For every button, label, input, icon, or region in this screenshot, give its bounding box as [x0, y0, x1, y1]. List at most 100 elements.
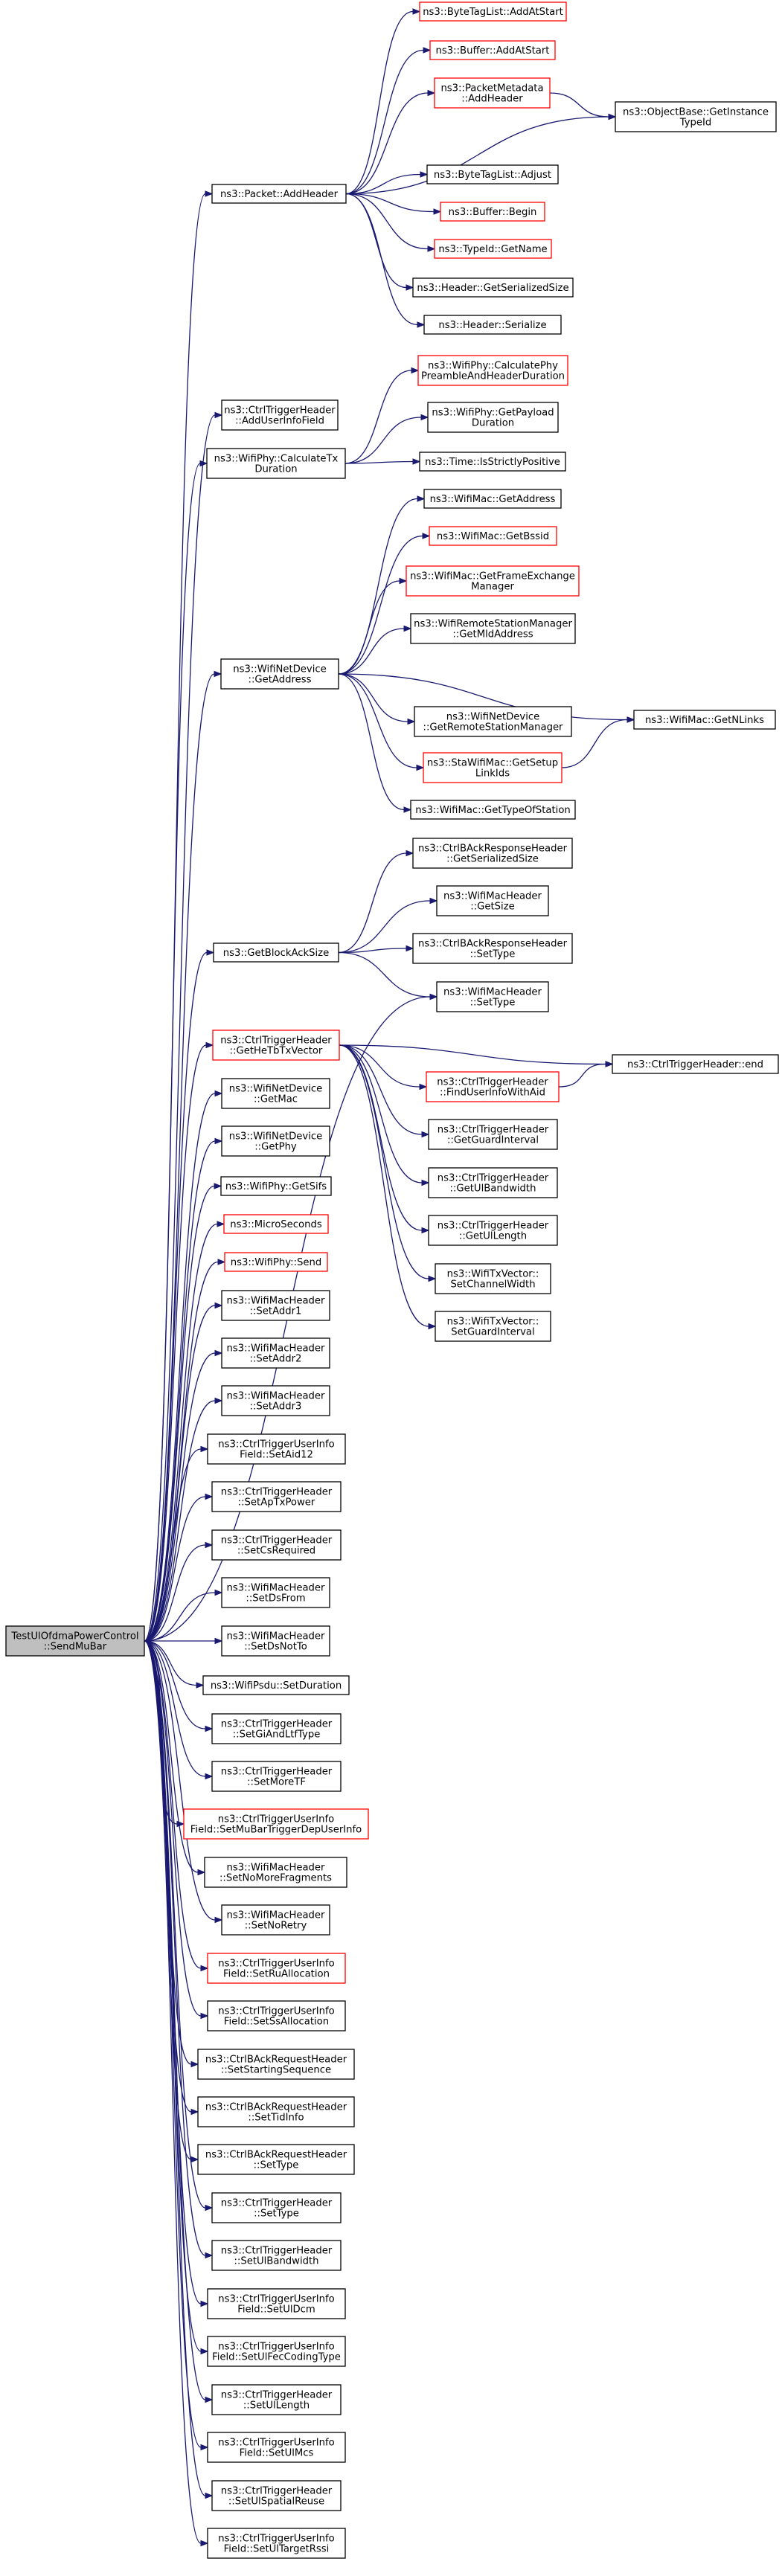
- edge-root-to-wnd-getmac: [144, 1090, 223, 1642]
- node-label-line: ns3::CtrlBAckRequestHeader: [205, 2150, 347, 2161]
- node-box: [207, 2528, 346, 2559]
- node-ctui-setultrssi[interactable]: ns3::CtrlTriggerUserInfoField::SetUlTarg…: [207, 2528, 346, 2559]
- node-cbareq-settype[interactable]: ns3::CtrlBAckRequestHeader::SetType: [197, 2144, 355, 2175]
- node-cbar-settype[interactable]: ns3::CtrlBAckResponseHeader::SetType: [412, 933, 573, 964]
- node-box: [183, 1808, 369, 1840]
- node-psdu-setduration[interactable]: ns3::WifiPsdu::SetDuration: [202, 1675, 350, 1695]
- node-getblockacksize[interactable]: ns3::GetBlockAckSize: [213, 942, 339, 963]
- node-label-line: ::AddUserInfoField: [235, 416, 324, 427]
- node-cbar-getsersize[interactable]: ns3::CtrlBAckResponseHeader::GetSerializ…: [412, 838, 573, 869]
- node-ct-finduserinfo[interactable]: ns3::CtrlTriggerHeader::FindUserInfoWith…: [426, 1071, 560, 1102]
- node-ct-settype[interactable]: ns3::CtrlTriggerHeader::SetType: [211, 2192, 342, 2223]
- node-pm-addheader[interactable]: ns3::PacketMetadata::AddHeader: [434, 77, 551, 109]
- node-label-line: ns3::CtrlTriggerHeader: [438, 1221, 549, 1232]
- edge-ct-gethetb-to-ct-getgi: [339, 1044, 430, 1138]
- node-ct-gethetb[interactable]: ns3::CtrlTriggerHeader::GetHeTbTxVector: [212, 1030, 340, 1061]
- node-phy-getsifs[interactable]: ns3::WifiPhy::GetSifs: [220, 1176, 332, 1196]
- node-wmh-setaddr3[interactable]: ns3::WifiMacHeader::SetAddr3: [221, 1385, 330, 1416]
- node-wrsm-getmld[interactable]: ns3::WifiRemoteStationManager::GetMldAdd…: [410, 613, 576, 644]
- node-wmh-setnomorefrag[interactable]: ns3::WifiMacHeader::SetNoMoreFragments: [204, 1857, 347, 1888]
- node-box: [211, 2384, 342, 2415]
- node-ct-end[interactable]: ns3::CtrlTriggerHeader::end: [612, 1054, 779, 1074]
- edge-wnd-getaddress-to-wrsm-getmld: [338, 625, 412, 675]
- node-ct-getgi[interactable]: ns3::CtrlTriggerHeader::GetGuardInterval: [428, 1119, 558, 1150]
- node-label-line: ::FindUserInfoWithAid: [440, 1088, 545, 1099]
- node-label-line: PreambleAndHeaderDuration: [421, 371, 565, 382]
- node-wmh-settype[interactable]: ns3::WifiMacHeader::SetType: [436, 981, 549, 1012]
- node-box: [220, 658, 339, 690]
- node-root: TestUlOfdmaPowerControl::SendMuBar: [5, 1625, 145, 1657]
- node-wmh-setdsfrom[interactable]: ns3::WifiMacHeader::SetDsFrom: [221, 1577, 330, 1608]
- node-adduserinfo[interactable]: ns3::CtrlTriggerHeader::AddUserInfoField: [221, 399, 339, 431]
- node-ctui-setmubar[interactable]: ns3::CtrlTriggerUserInfoField::SetMuBarT…: [183, 1808, 369, 1840]
- node-isstrictlypos[interactable]: ns3::Time::IsStrictlyPositive: [419, 452, 566, 472]
- node-wnd-getrsm[interactable]: ns3::WifiNetDevice::GetRemoteStationMana…: [414, 706, 572, 737]
- node-wmh-setaddr1[interactable]: ns3::WifiMacHeader::SetAddr1: [221, 1290, 330, 1321]
- node-label-line: Manager: [471, 582, 514, 593]
- node-box: [221, 399, 339, 431]
- node-addheader[interactable]: ns3::Packet::AddHeader: [211, 184, 347, 204]
- node-ctui-setulfec[interactable]: ns3::CtrlTriggerUserInfoField::SetUlFecC…: [207, 2336, 346, 2367]
- node-buf-begin[interactable]: ns3::Buffer::Begin: [440, 202, 545, 222]
- edge-addheader-to-btl-addatstart: [345, 8, 421, 195]
- node-label-line: ns3::CtrlTriggerHeader: [221, 2486, 333, 2497]
- node-ct-setgiandltf[interactable]: ns3::CtrlTriggerHeader::SetGiAndLtfType: [211, 1713, 342, 1744]
- node-ct-setulbw[interactable]: ns3::CtrlTriggerHeader::SetUlBandwidth: [211, 2240, 342, 2271]
- node-microseconds[interactable]: ns3::MicroSeconds: [223, 1214, 329, 1234]
- node-wmh-setnoretry[interactable]: ns3::WifiMacHeader::SetNoRetry: [221, 1904, 330, 1936]
- node-phy-send[interactable]: ns3::WifiPhy::Send: [224, 1252, 328, 1272]
- node-wm-getaddress[interactable]: ns3::WifiMac::GetAddress: [423, 489, 562, 509]
- edge-root-to-wmh-setnoretry: [144, 1640, 223, 1924]
- node-ct-getullen[interactable]: ns3::CtrlTriggerHeader::GetUlLength: [428, 1215, 558, 1246]
- node-label-line: ::GetUlBandwidth: [450, 1183, 536, 1195]
- node-box: [435, 1311, 551, 1342]
- node-box: [211, 2192, 342, 2223]
- node-hdr-serialize[interactable]: ns3::Header::Serialize: [423, 315, 562, 335]
- node-wtv-setgi[interactable]: ns3::WifiTxVector::SetGuardInterval: [435, 1311, 551, 1342]
- node-ctui-setrualloc[interactable]: ns3::CtrlTriggerUserInfoField::SetRuAllo…: [207, 1953, 346, 1984]
- node-typeid-getname[interactable]: ns3::TypeId::GetName: [434, 239, 552, 259]
- node-box: [211, 1529, 342, 1561]
- node-btl-adjust[interactable]: ns3::ByteTagList::Adjust: [426, 164, 559, 184]
- node-box: [428, 1119, 558, 1150]
- node-wmh-setdsnotto[interactable]: ns3::WifiMacHeader::SetDsNotTo: [221, 1625, 330, 1657]
- node-wm-getbssid[interactable]: ns3::WifiMac::GetBssid: [429, 526, 557, 546]
- node-label-line: ns3::CtrlTriggerHeader: [220, 1035, 332, 1047]
- edge-addheader-to-btl-adjust: [345, 171, 429, 195]
- node-box: [410, 800, 576, 820]
- node-wnd-getmac[interactable]: ns3::WifiNetDevice::GetMac: [221, 1078, 330, 1109]
- node-wnd-getaddress[interactable]: ns3::WifiNetDevice::GetAddress: [220, 658, 339, 690]
- node-btl-addatstart[interactable]: ns3::ByteTagList::AddAtStart: [419, 1, 567, 22]
- node-ct-getulbw[interactable]: ns3::CtrlTriggerHeader::GetUlBandwidth: [428, 1167, 558, 1198]
- node-wnd-getphy[interactable]: ns3::WifiNetDevice::GetPhy: [221, 1125, 330, 1157]
- node-label-line: ns3::CtrlBAckRequestHeader: [205, 2055, 347, 2066]
- node-buf-addatstart[interactable]: ns3::Buffer::AddAtStart: [429, 40, 556, 60]
- node-calcphypre[interactable]: ns3::WifiPhy::CalculatePhyPreambleAndHea…: [417, 355, 568, 386]
- node-wmh-setaddr2[interactable]: ns3::WifiMacHeader::SetAddr2: [221, 1337, 330, 1369]
- node-hdr-getsersize[interactable]: ns3::Header::GetSerializedSize: [412, 277, 574, 298]
- node-label-line: ns3::CtrlTriggerHeader: [221, 1719, 333, 1730]
- node-wm-getnlinks[interactable]: ns3::WifiMac::GetNLinks: [633, 710, 776, 730]
- node-ct-setulsr[interactable]: ns3::CtrlTriggerHeader::SetUlSpatialReus…: [211, 2480, 342, 2511]
- node-label-line: ns3::WifiMacHeader: [443, 891, 542, 902]
- node-label-line: ns3::CtrlTriggerHeader: [438, 1173, 549, 1184]
- edge-wnd-getaddress-to-wm-getfem: [338, 577, 408, 675]
- node-cbareq-setstartseq[interactable]: ns3::CtrlBAckRequestHeader::SetStartingS…: [197, 2049, 355, 2080]
- node-wm-gettypeofst[interactable]: ns3::WifiMac::GetTypeOfStation: [410, 800, 576, 820]
- node-ctui-setssalloc[interactable]: ns3::CtrlTriggerUserInfoField::SetSsAllo…: [207, 2000, 346, 2031]
- node-wtv-setchw[interactable]: ns3::WifiTxVector::SetChannelWidth: [435, 1263, 551, 1294]
- node-ct-setmoretf[interactable]: ns3::CtrlTriggerHeader::SetMoreTF: [211, 1761, 342, 1792]
- node-ct-setaptxpower[interactable]: ns3::CtrlTriggerHeader::SetApTxPower: [211, 1481, 342, 1512]
- node-wmh-getsize[interactable]: ns3::WifiMacHeader::GetSize: [436, 885, 549, 916]
- node-cbareq-settidinfo[interactable]: ns3::CtrlBAckRequestHeader::SetTidInfo: [197, 2096, 355, 2127]
- node-ct-setullen[interactable]: ns3::CtrlTriggerHeader::SetUlLength: [211, 2384, 342, 2415]
- node-ct-setcsreq[interactable]: ns3::CtrlTriggerHeader::SetCsRequired: [211, 1529, 342, 1561]
